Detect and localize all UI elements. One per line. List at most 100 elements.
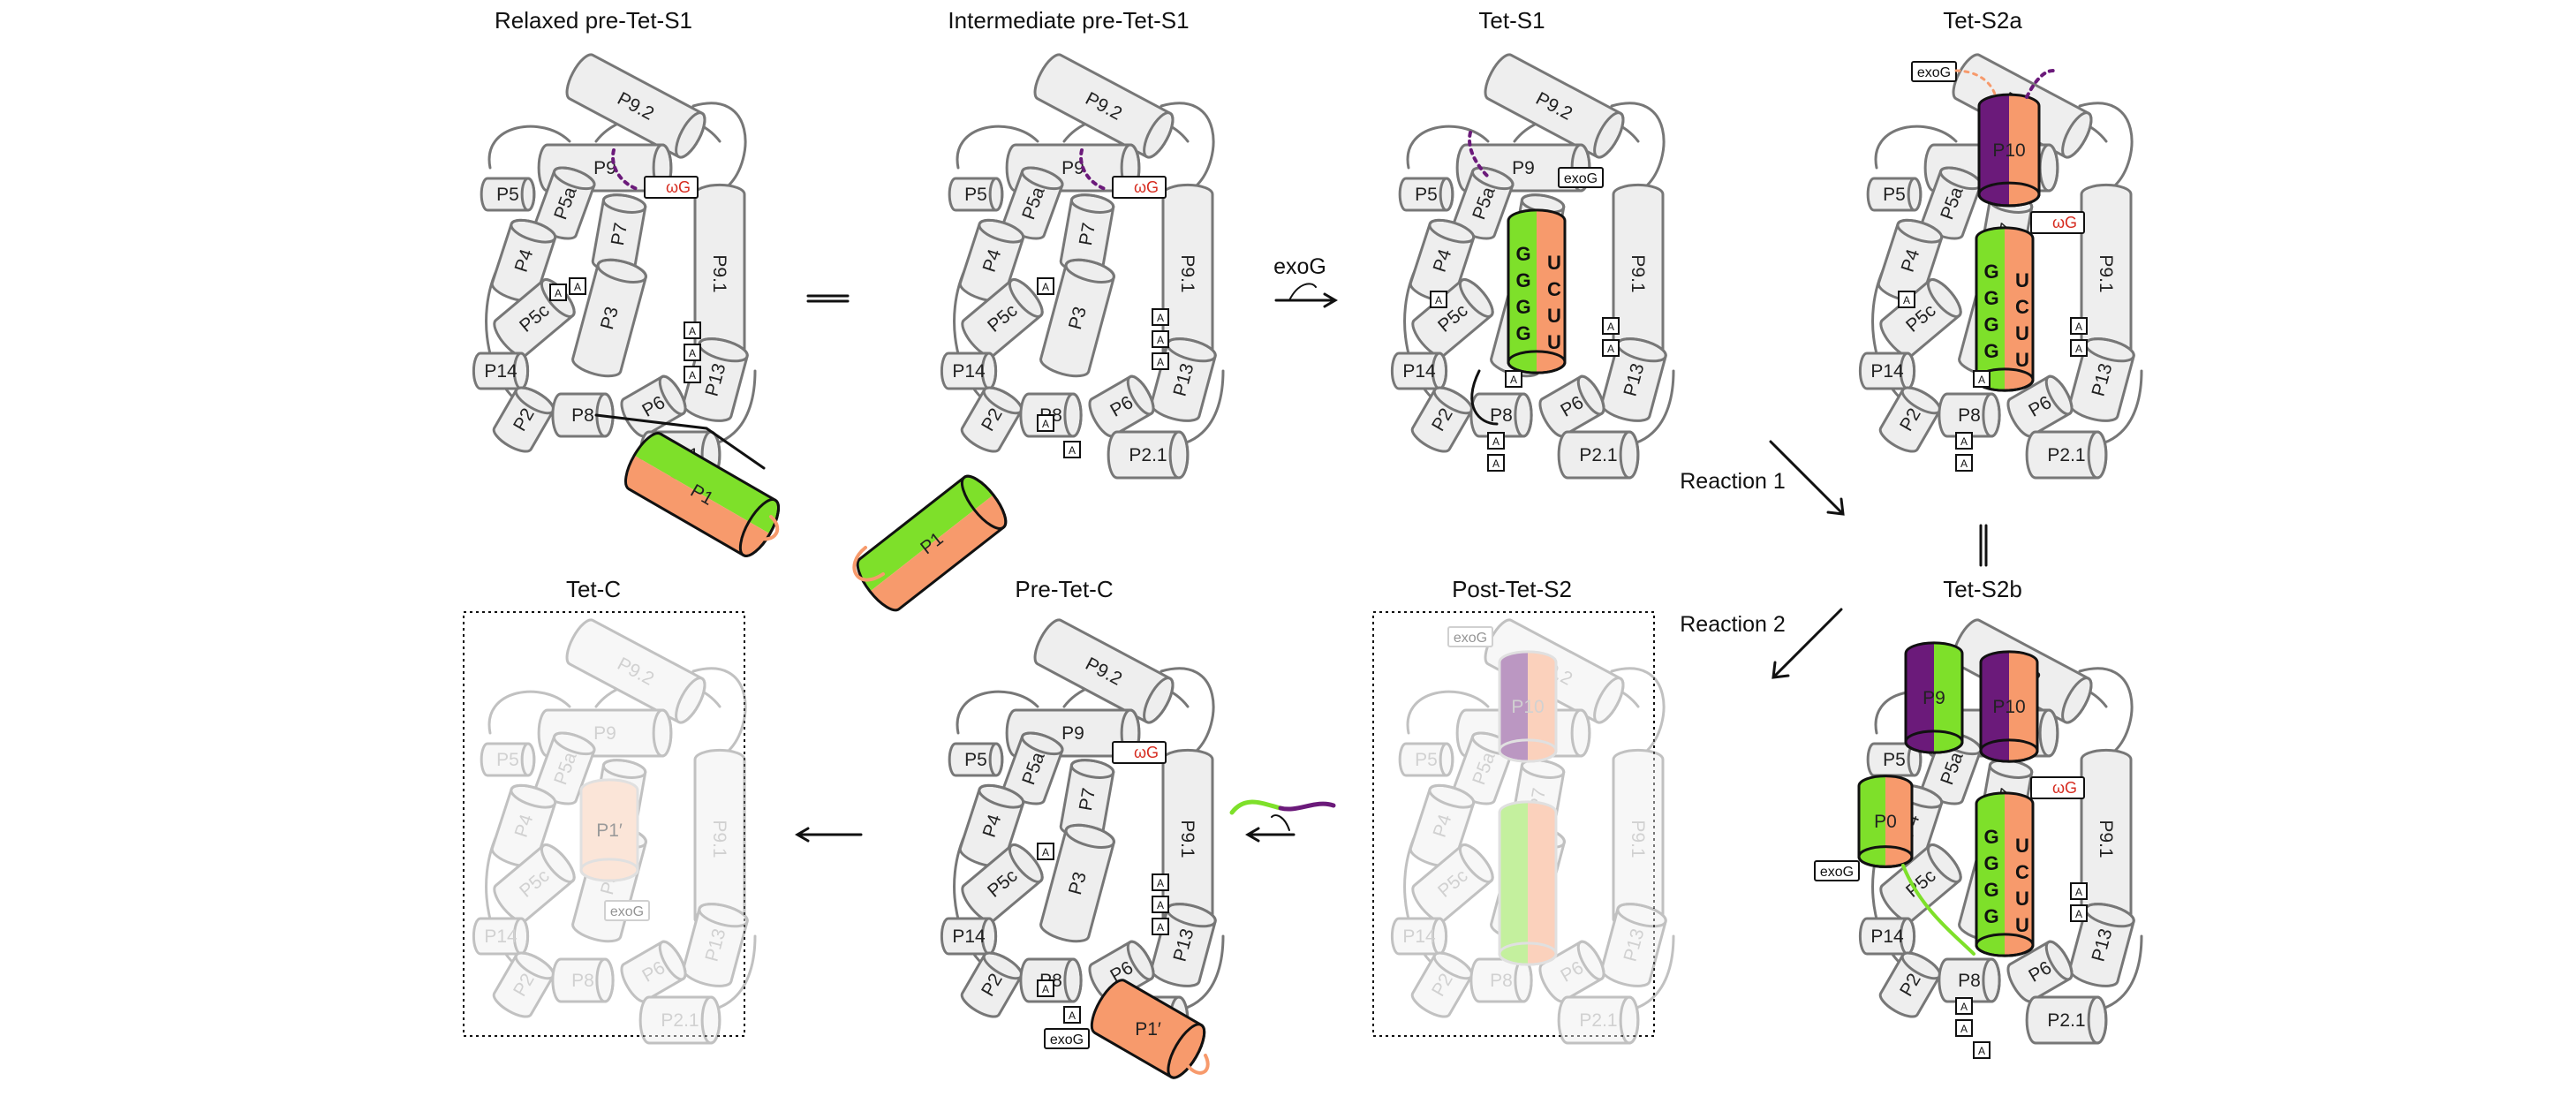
helix-p7: P7 [1509, 759, 1566, 840]
helix-p2: P2 [1410, 951, 1474, 1018]
loop-p9 [1513, 678, 1640, 708]
omegaG-box-intermediate [1112, 176, 1167, 199]
panel-intermediate: P9.2P9P5P5aP7P9.1P4P5cP3P14P13P2P8P6P2.1… [850, 53, 1225, 616]
helix-p14-label: P14 [952, 926, 986, 947]
a-box-pretetc-3: A [1152, 918, 1169, 935]
helix-p7-label: P7 [608, 221, 631, 246]
a-box-pretetc-0-text: A [1042, 846, 1049, 858]
helix-p0-tets2b-label: P0 [1874, 812, 1897, 832]
helix-p14-label: P14 [1870, 361, 1904, 382]
helix-p3: P3 [1039, 258, 1115, 378]
seq-left-tets2b-2: G [1983, 879, 1998, 901]
title-tets2a: Tet-S2a [1943, 7, 2022, 34]
omegaG-box-pretetc [1112, 741, 1167, 764]
a-box-tets1-3-text: A [1607, 343, 1614, 355]
exog-strand-tets2a [1954, 69, 1998, 99]
helix-p1-docked-tets2a [1975, 226, 2035, 392]
a-box-tets2a-3-text: A [2075, 343, 2082, 355]
helix-p9-tets2b-label: P9 [1923, 688, 1945, 708]
helix-p6: P6 [620, 940, 687, 1003]
a-box-tets2a-4-text: A [1960, 435, 1968, 448]
helix-p1-relaxed: P1 [618, 427, 786, 562]
helix-p1-post [1498, 800, 1558, 966]
helix-p14-label: P14 [484, 926, 517, 947]
loop-p92 [1160, 667, 1215, 752]
loop-bottom [1583, 934, 1675, 1013]
helix-p5-label: P5 [1883, 750, 1906, 770]
helix-p8-label: P8 [1490, 405, 1513, 426]
loop-left [1403, 828, 1446, 973]
p1-loop-relaxed [749, 515, 780, 541]
helix-p5-label: P5 [964, 750, 987, 770]
reaction1-label: Reaction 1 [1680, 469, 1786, 494]
helix-p4: P4 [490, 783, 557, 868]
loop-p5-p9 [1874, 125, 1958, 170]
helix-p9-label: P9 [593, 158, 616, 178]
helix-p10-post-label: P10 [1511, 697, 1544, 717]
a-box-tets1-2: A [1602, 317, 1620, 335]
helix-p1-intermediate: P1 [850, 470, 1014, 616]
reaction1-arrow: Reaction 1 [1680, 440, 1845, 516]
helix-p5: P5 [948, 742, 1004, 777]
loop-p5-p9 [1406, 125, 1490, 170]
helix-p14: P14 [940, 917, 998, 956]
helix-p91-label: P9.1 [1177, 254, 1197, 292]
loop-p92 [2078, 667, 2134, 752]
a-box-tets1-0: A [1430, 291, 1447, 308]
helix-p9-tets2b: P9 [1904, 641, 1964, 754]
helix-p21: P2.1 [2025, 995, 2108, 1045]
loop-p92 [1610, 667, 1666, 752]
a-box-tets2b-4-text: A [1978, 1045, 1985, 1057]
reaction2-label: Reaction 2 [1680, 612, 1786, 637]
seq-left-tets2a-3: G [1983, 340, 1998, 362]
seq-left-tets1-0: G [1515, 243, 1530, 265]
loop-p5-p9 [956, 125, 1039, 170]
helix-p10-tets2a-label: P10 [1992, 140, 2025, 161]
seq-right-tets2a-3: U [2015, 349, 2029, 371]
a-box-intermediate-1: A [1152, 308, 1169, 326]
helix-p3: P3 [1039, 823, 1115, 943]
loop-bottom [665, 934, 757, 1013]
helix-p91: P9.1 [1161, 748, 1214, 930]
exog-box-tets2b-text: exoG [1820, 865, 1854, 880]
helix-p21-label: P2.1 [661, 1010, 699, 1031]
helix-p5: P5 [480, 742, 536, 777]
helix-p1prime-pretetc-label: P1′ [1135, 1019, 1161, 1040]
helix-p5c: P5c [961, 278, 1044, 358]
a-box-tets1-3: A [1602, 339, 1620, 357]
helix-p5a: P5a [1002, 731, 1064, 805]
helix-p3: P3 [571, 823, 647, 943]
loop-p92 [1610, 102, 1666, 187]
exog-arrow-head [1323, 292, 1338, 308]
helix-p5c: P5c [1411, 843, 1494, 923]
helix-p5a: P5a [534, 731, 596, 805]
a-box-pretetc-4: A [1037, 979, 1054, 997]
release-curve [1271, 814, 1290, 831]
j-linker-relaxed [594, 413, 766, 470]
a-box-tets1-1: A [1505, 370, 1522, 388]
a-box-tets1-2-text: A [1607, 321, 1614, 333]
a-box-intermediate-1-text: A [1157, 312, 1164, 324]
helix-p14-label: P14 [952, 361, 986, 382]
helix-p91-label: P9.1 [709, 254, 729, 292]
panel-tets1: P9.2P9P5P5aP7P9.1P4P5cP3P14P13P2P8P6P2.1… [1390, 53, 1675, 480]
loop-p5-p9 [487, 125, 571, 170]
helix-p7: P7 [591, 193, 647, 275]
a-box-tets2a-4: A [1955, 432, 1973, 450]
helix-p6: P6 [1088, 374, 1155, 438]
helix-p21-label: P2.1 [2047, 1010, 2085, 1031]
helix-p4: P4 [1877, 218, 1944, 303]
helix-p4: P4 [958, 783, 1025, 868]
helix-p92: P9.2 [1033, 618, 1175, 724]
a-box-relaxed-0: A [569, 277, 586, 295]
seq-left-tets2b-3: G [1983, 905, 1998, 927]
helix-p7-label: P7 [1526, 786, 1550, 812]
seq-left-tets2b-0: G [1983, 826, 1998, 848]
helix-p91-label: P9.1 [1177, 820, 1197, 858]
helix-p14: P14 [1390, 352, 1448, 390]
loop-p5-p9 [487, 690, 571, 735]
a-box-tets1-4: A [1487, 432, 1505, 450]
helix-p5-label: P5 [496, 185, 519, 205]
reaction2-arrow: Reaction 2 [1680, 608, 1843, 679]
helix-p4: P4 [958, 218, 1025, 303]
